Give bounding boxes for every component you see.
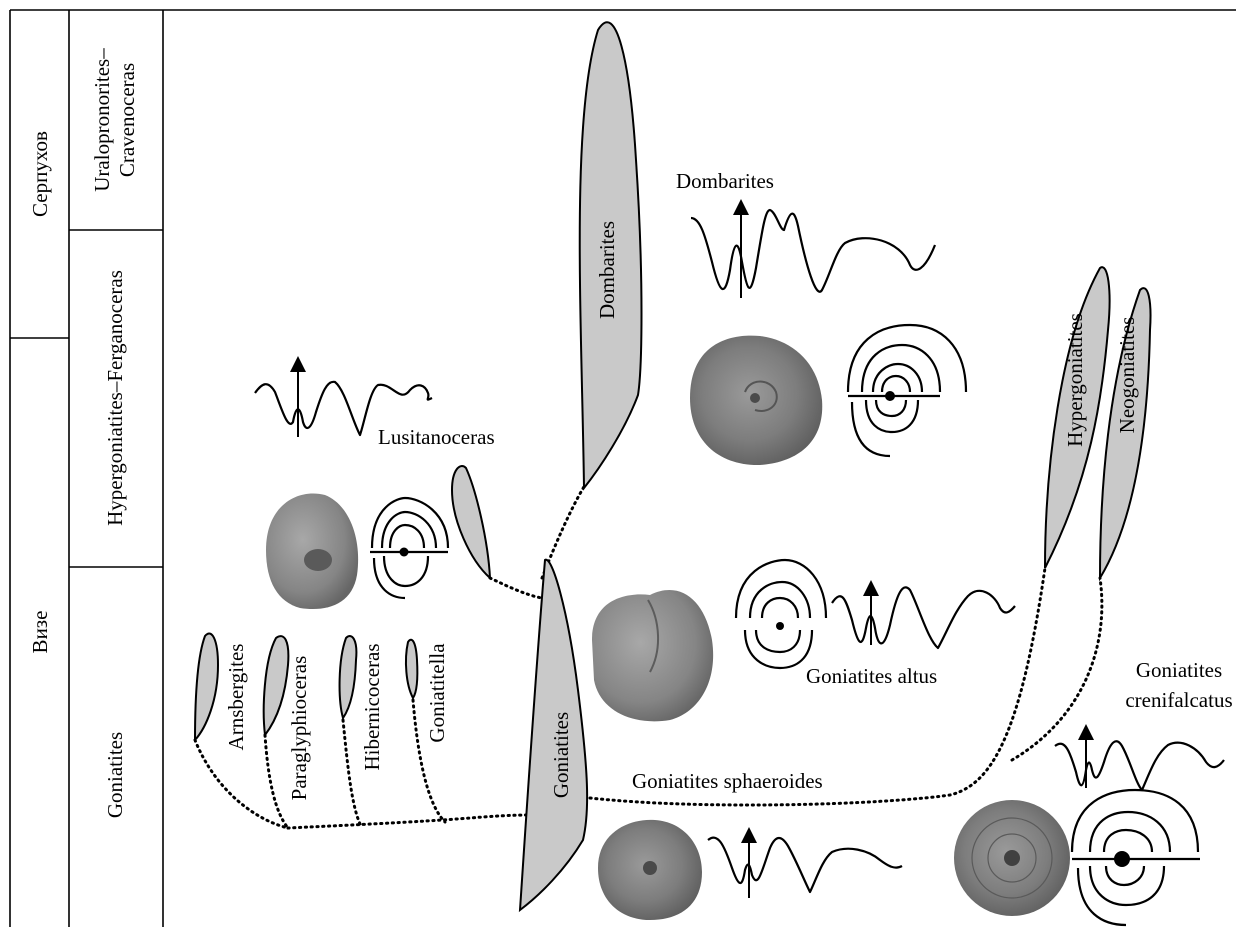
range-arnsbergites — [195, 634, 218, 740]
cross-section-goniatites-crenifalcatus — [1072, 790, 1200, 925]
stage-label-vize: Визе — [28, 611, 52, 654]
suture-dombarites — [691, 207, 935, 298]
cross-section-dombarites — [848, 325, 966, 456]
range-label-paraglyphioceras: Paraglyphioceras — [287, 656, 311, 801]
label-goniatites-altus: Goniatites altus — [806, 664, 937, 688]
cross-section-lusitanoceras — [370, 498, 448, 598]
range-hibernicoceras — [340, 636, 357, 718]
range-label-arnsbergites: Arnsbergites — [224, 644, 248, 751]
fossil-goniatites-altus — [592, 590, 713, 721]
label-lusitanoceras: Lusitanoceras — [378, 425, 495, 449]
lineage-lusitanoceras — [490, 578, 542, 598]
range-label-neogoniatites: Neogoniatites — [1115, 317, 1139, 434]
fossil-lusitanoceras — [266, 493, 358, 609]
fossil-dombarites — [690, 336, 822, 465]
label-goniatites-sphaeroides: Goniatites sphaeroides — [632, 769, 823, 793]
range-label-goniatites: Goniatites — [549, 712, 573, 798]
range-label-goniatitella: Goniatitella — [425, 643, 449, 743]
label-dombarites: Dombarites — [676, 169, 774, 193]
lineage-paraglyphioceras — [265, 735, 288, 828]
zone-label-uralopronorites-line1: Uralopronorites– — [90, 48, 114, 192]
range-label-hypergoniatites: Hypergoniatites — [1063, 313, 1087, 447]
fossil-goniatites-crenifalcatus — [954, 800, 1070, 916]
range-label-dombarites: Dombarites — [595, 221, 619, 319]
zone-label-hypergoniatites-ferganoceras: Hypergoniatites–Ferganoceras — [103, 270, 127, 526]
lineage-arnsbergites — [195, 740, 288, 828]
range-label-hibernicoceras: Hibernicoceras — [360, 643, 384, 770]
suture-goniatites-crenifalcatus — [1055, 732, 1224, 790]
range-lusitanoceras — [452, 466, 490, 578]
label-goniatites-crenifalcatus-line1: Goniatites — [1136, 658, 1222, 682]
cross-section-goniatites-altus — [736, 560, 826, 668]
range-paraglyphioceras — [264, 636, 289, 735]
lineage-base-trunk — [288, 815, 530, 828]
stage-label-serpukhov: Серпухов — [28, 131, 52, 217]
fossil-goniatites-sphaeroides — [598, 820, 702, 920]
suture-goniatites-altus — [832, 587, 1015, 648]
label-goniatites-crenifalcatus-line2: crenifalcatus — [1125, 688, 1232, 712]
range-goniatitella — [406, 640, 417, 698]
suture-goniatites-sphaeroides — [708, 835, 902, 898]
zone-label-uralopronorites-line2: Cravenoceras — [115, 63, 139, 177]
zone-label-goniatites: Goniatites — [103, 732, 127, 818]
